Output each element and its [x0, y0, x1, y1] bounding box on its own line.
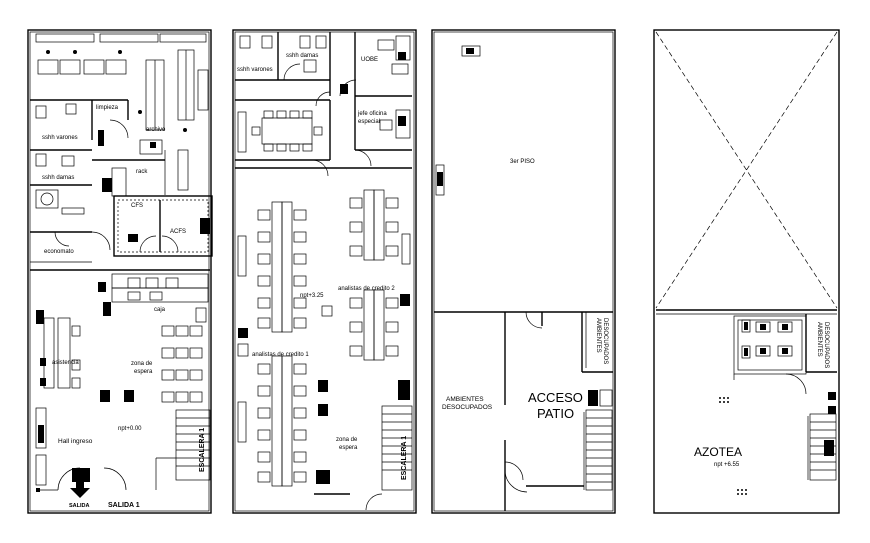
label-analistas-2: analistas de credito 2 [338, 286, 395, 292]
label-uobe: UOBE [361, 57, 378, 63]
workstation-cluster-3 [257, 355, 307, 487]
workstation-cluster-2 [349, 189, 399, 361]
roof-outline [653, 29, 840, 514]
label-rack: rack [136, 169, 148, 175]
label-zona-espera-2b: espera [339, 445, 358, 451]
second-staircase [365, 380, 413, 511]
label-sshh-damas-2: sshh damas [286, 53, 318, 59]
void-cross-line-2 [655, 31, 838, 309]
label-asistencia: asistencia [52, 360, 79, 366]
label-npt-second: npt+3.25 [300, 293, 324, 299]
meeting-chairs [251, 110, 323, 152]
label-salida-small: SALIDA [69, 503, 90, 509]
label-azotea: AZOTEA [694, 445, 742, 459]
label-zona-espera-2: espera [134, 369, 153, 375]
label-ambientes-left-1: AMBIENTES [446, 396, 484, 403]
label-ambientes-roof-1: AMBIENTES [816, 322, 822, 357]
label-patio: PATIO [537, 406, 574, 421]
label-jefe-2: especial [358, 119, 380, 125]
label-ambientes-left-2: DESOCUPADOS [442, 404, 493, 411]
label-ambientes-roof-2: DESOCUPADOS [823, 322, 829, 368]
label-escalera-ground: ESCALERA 1 [199, 428, 206, 472]
ground-floor-plan: limpieza archivo sshh varones rack sshh … [27, 29, 213, 514]
label-cfs: CFS [131, 203, 143, 209]
label-hall: Hall ingreso [58, 438, 93, 445]
label-caja: caja [154, 307, 166, 313]
label-sshh-varones: sshh varones [42, 135, 78, 141]
label-limpieza: limpieza [96, 105, 119, 111]
label-sshh-damas: sshh damas [42, 175, 74, 181]
second-floor-plan: sshh damas sshh varones UOBE jefe oficin… [232, 29, 417, 514]
third-floor-outline [431, 29, 616, 514]
label-acfs: ACFS [170, 229, 186, 235]
label-3er-piso: 3er PISO [510, 159, 535, 165]
ground-floor-outline [27, 29, 212, 514]
label-ambientes-right-1: AMBIENTES [595, 318, 601, 353]
label-salida: SALIDA 1 [108, 502, 140, 509]
second-floor-outline [232, 29, 417, 514]
roof-units [741, 319, 793, 359]
label-zona-espera-1: zona de [131, 361, 153, 367]
label-jefe-1: jefe oficina [357, 111, 387, 117]
exit-arrow-icon [70, 482, 90, 498]
third-staircase [583, 389, 613, 491]
label-sshh-varones-2: sshh varones [237, 67, 273, 73]
label-analistas-1: analistas de credito 1 [252, 352, 309, 358]
cfs-room [113, 195, 213, 257]
label-ambientes-right-2: DESOCUPADOS [602, 318, 608, 364]
waiting-chairs [161, 325, 203, 403]
caja-chairs [127, 277, 179, 301]
label-npt-ground: npt+0.00 [118, 426, 142, 432]
workstation-cluster-1 [257, 201, 307, 333]
roof-plan: AMBIENTES DESOCUPADOS AZOTEA npt +6.55 [653, 29, 840, 514]
label-archivo: archivo [146, 127, 166, 133]
ground-staircase [155, 409, 211, 490]
meeting-table [261, 117, 313, 145]
label-acceso: ACCESO [528, 390, 583, 405]
label-npt-roof: npt +6.55 [714, 462, 740, 468]
void-cross-line-1 [655, 31, 838, 309]
office-desks [37, 49, 209, 132]
label-escalera-second: ESCALERA 1 [401, 436, 408, 480]
third-floor-plan: 3er PISO AMBIENTES DESOCUPADOS ACCESO PA… [431, 29, 616, 514]
roof-staircase [807, 392, 837, 481]
label-zona-espera-2a: zona de [336, 437, 358, 443]
label-economato: economato [44, 249, 74, 255]
